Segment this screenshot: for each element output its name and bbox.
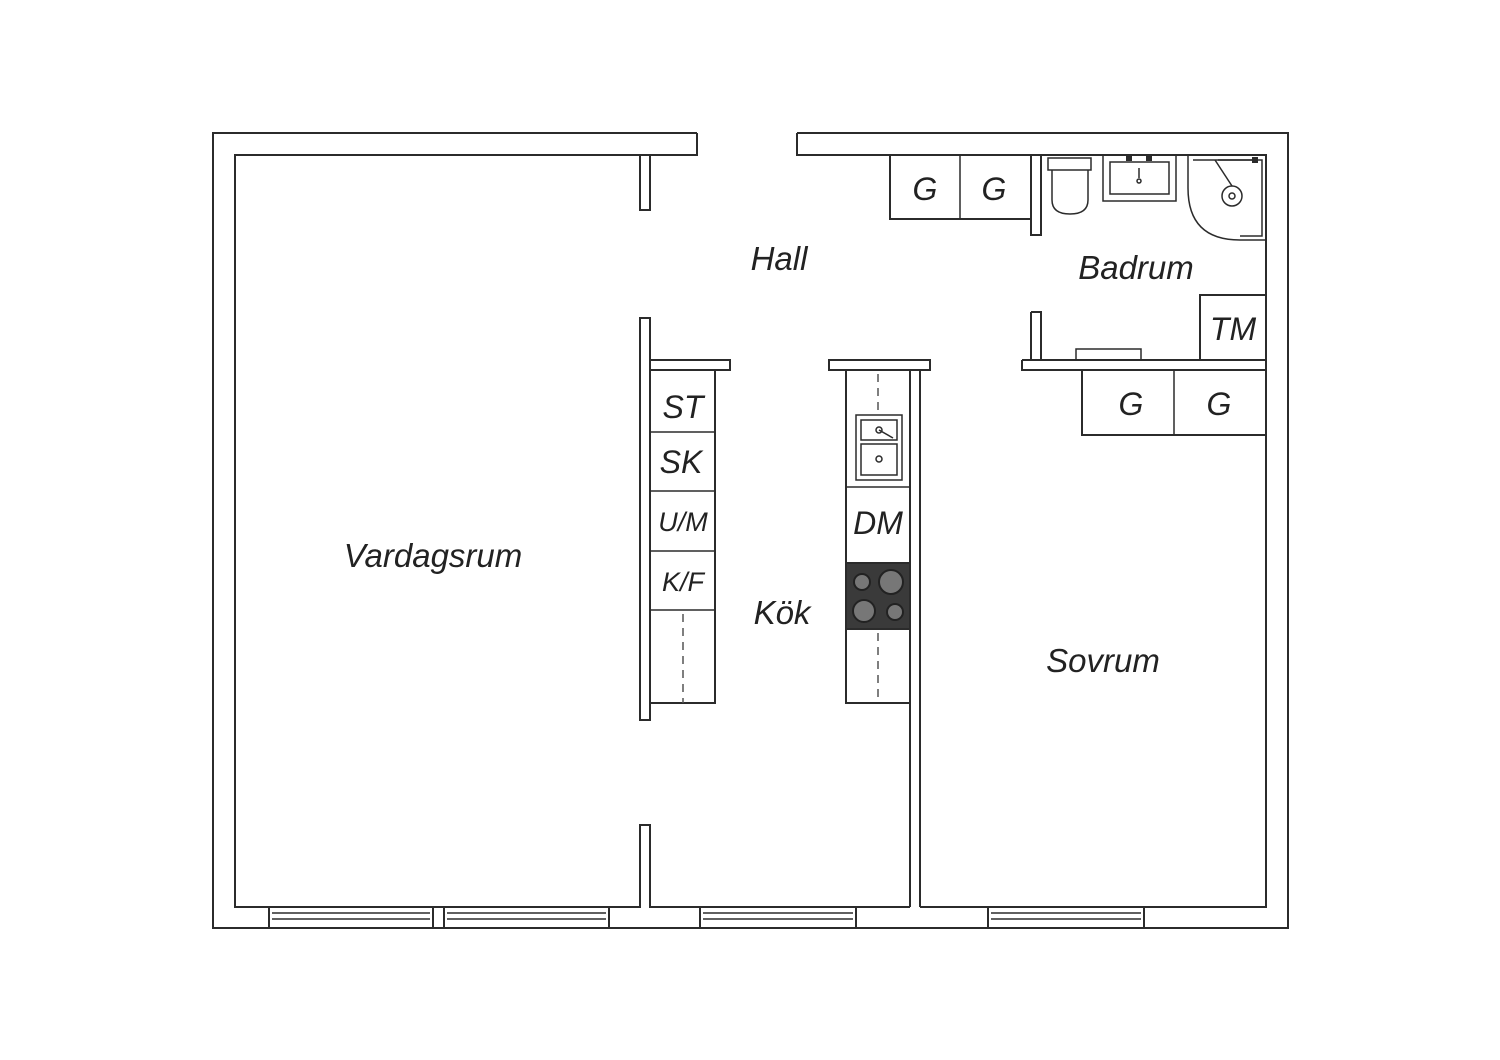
- shower-icon: [1187, 154, 1267, 241]
- dishwasher-label: DM: [853, 505, 903, 541]
- stove-icon: [845, 562, 911, 630]
- windows: [268, 906, 1145, 929]
- room-label-hall: Hall: [751, 240, 810, 277]
- sink-icon: [1102, 154, 1177, 202]
- wardrobe-hall-1-label: G: [913, 171, 938, 207]
- room-labels: Hall Badrum Vardagsrum Kök Sovrum: [344, 240, 1194, 679]
- kitchen-right-counter: DM: [828, 359, 931, 704]
- wardrobe-bed-1-label: G: [1119, 386, 1144, 422]
- window-2: [443, 906, 610, 929]
- washing-machine-label: TM: [1210, 311, 1257, 347]
- bedroom-wardrobes: G G: [1081, 369, 1267, 436]
- room-label-vardagsrum: Vardagsrum: [344, 537, 523, 574]
- hall-wardrobes: G G: [889, 154, 1032, 220]
- wardrobe-hall-2-label: G: [982, 171, 1007, 207]
- fridge-freezer-label: K/F: [662, 567, 706, 597]
- room-label-badrum: Badrum: [1078, 249, 1194, 286]
- wardrobe-bed-2-label: G: [1207, 386, 1232, 422]
- kitchen-left-counter: ST SK U/M K/F: [649, 359, 731, 704]
- washing-machine: [1199, 294, 1267, 361]
- window-4: [987, 906, 1145, 929]
- freezer-label: ST: [663, 389, 706, 425]
- room-label-sovrum: Sovrum: [1046, 642, 1160, 679]
- storage-cabinet-label: SK: [660, 444, 704, 480]
- window-3: [699, 906, 857, 929]
- oven-micro-label: U/M: [658, 507, 708, 537]
- window-1: [268, 906, 434, 929]
- toilet-icon: [1047, 157, 1092, 215]
- kitchen-sink-icon: [855, 414, 903, 481]
- room-label-kok: Kök: [754, 594, 812, 631]
- bathroom-fixtures: TM: [1047, 154, 1267, 361]
